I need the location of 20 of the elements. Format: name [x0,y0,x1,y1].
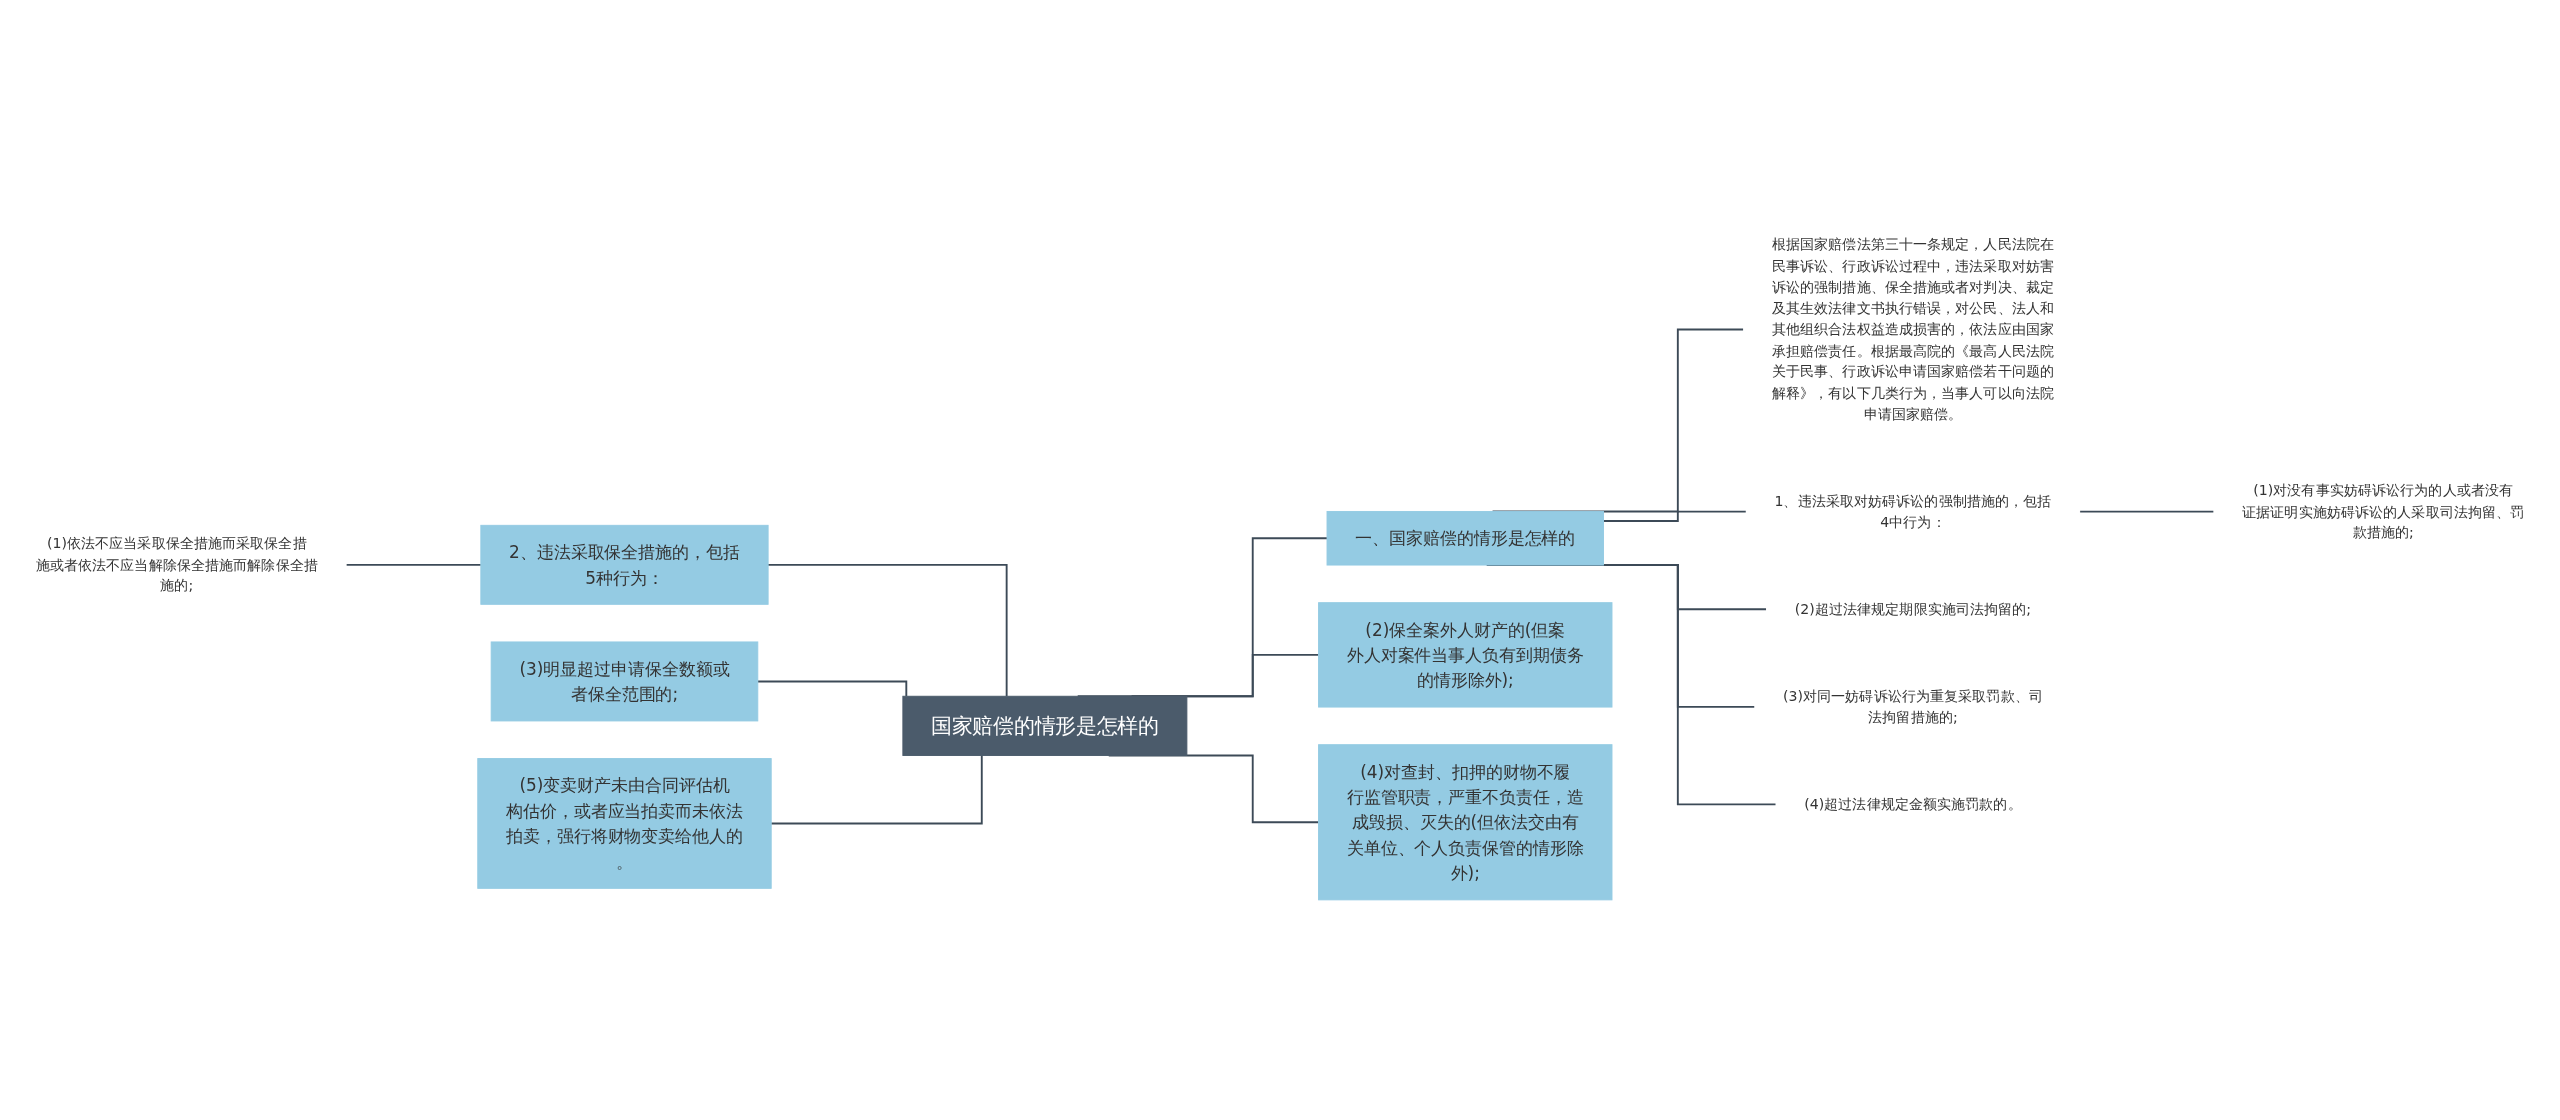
node-box [1326,510,1604,566]
node-text: (3)对同一妨碍诉讼行为重复采取罚款、司法拘留措施的; [1783,687,2043,726]
connector [756,680,908,698]
node-box [490,641,759,722]
node-text: (4)超过法律规定金额实施罚款的。 [1804,795,2022,813]
node-text: (1)对没有事实妨碍诉讼行为的人或者没有证据证明实施妨碍诉讼的人采取司法拘留、罚款措施的; [2242,481,2525,542]
connector [1602,510,1748,522]
connector [770,754,983,825]
node-text: 1、违法采取对妨碍诉讼的强制措施的，包括4中行为： [1774,492,2052,531]
node-box [902,695,1188,756]
connector [2078,510,2215,513]
node-box [1318,602,1613,708]
node-box [480,524,769,605]
connector [345,563,482,566]
connector [767,563,1008,698]
node-text: (2)超过法律规定期限实施司法拘留的; [1794,600,2032,618]
node-text: (1)依法不应当采取保全措施而采取保全措施或者依法不应当解除保全措施而解除保全措施的; [35,534,318,595]
node-box [1318,744,1613,901]
node-box [477,758,772,889]
node-text: 根据国家赔偿法第三十一条规定，人民法院在民事诉讼、行政诉讼过程中，违法采取对妨害诉讼的强制措施、保全措施或者对判决、裁定及其生效法律文书执行错误，对公民、法人和其他组织合法权益造成损害的，依法应由国家承担赔偿责任。根据最高院的《最高人民法院关于民事、行政诉讼申请国家赔偿若干问题的解释》，有以下几类行为，当事人可以向法院申请国家赔偿。 [1771,236,2055,423]
